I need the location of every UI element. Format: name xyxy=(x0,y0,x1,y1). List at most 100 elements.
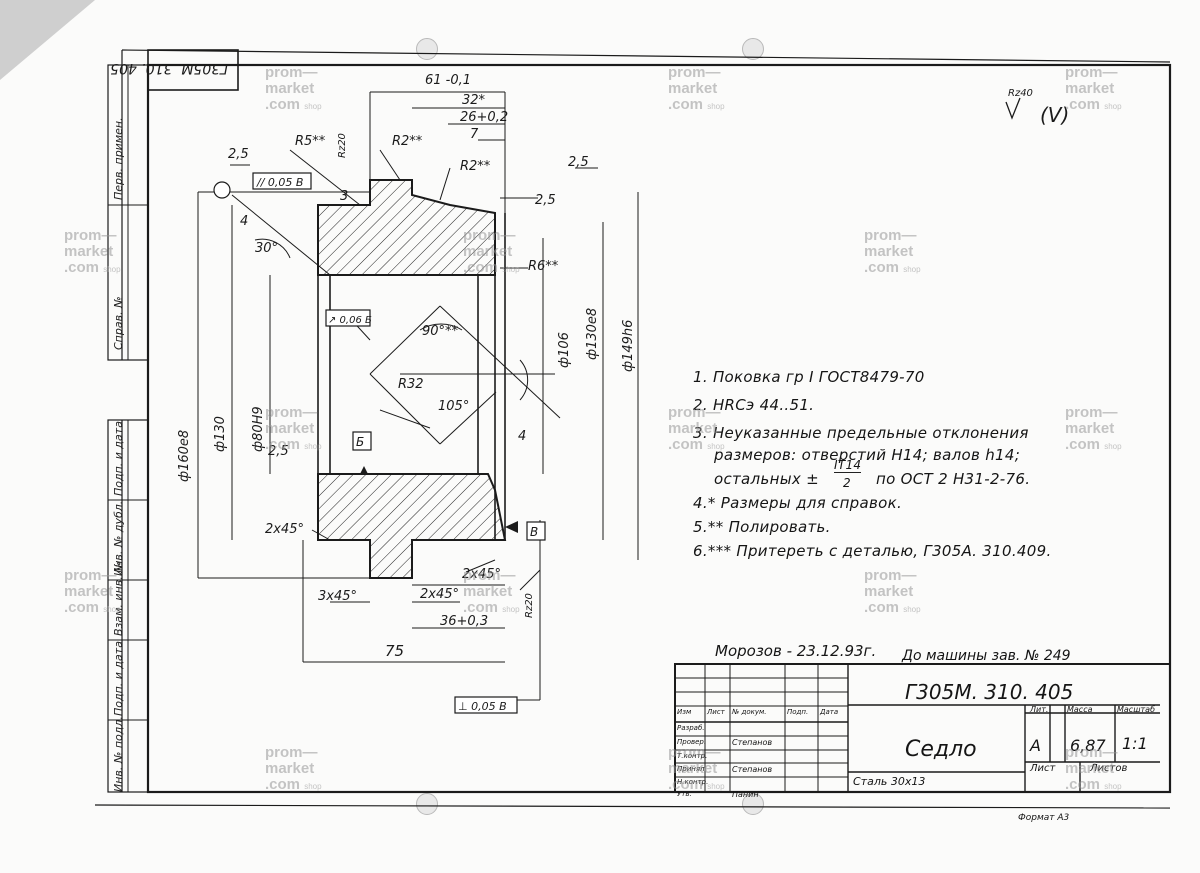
tb-name-3: Панин xyxy=(732,790,759,799)
note-5: 5.** Полировать. xyxy=(693,518,831,536)
title-col-sheets: Листов xyxy=(1090,763,1128,774)
tb-role-4: Принял xyxy=(677,765,705,773)
dim-75: 75 xyxy=(385,642,404,660)
rz20-b: Rz20 xyxy=(524,593,535,618)
watermark: prom—market.com shop xyxy=(463,567,520,616)
dim-r5: R5** xyxy=(295,134,326,149)
dim-26: 26+0,2 xyxy=(460,110,508,125)
dim-7: 7 xyxy=(470,127,479,142)
title-scale: 1:1 xyxy=(1122,734,1148,753)
side-inv-orig: Инв. № подл. xyxy=(112,716,125,792)
rough-25a: 2,5 xyxy=(228,147,249,162)
tolerance-frames xyxy=(252,172,546,714)
side-first-use: Перв. примен. xyxy=(112,117,125,200)
datum-v-label: В xyxy=(530,525,538,539)
watermark: prom—market.com shop xyxy=(265,744,322,793)
watermark: prom—market.com shop xyxy=(668,404,725,453)
tb-hdr-izm: Изм xyxy=(677,708,692,716)
punch-hole xyxy=(416,38,438,60)
dim-d130e8: ф130е8 xyxy=(585,308,600,360)
watermark: prom—market.com shop xyxy=(265,64,322,113)
note-1: 1. Поковка гр I ГОСТ8479-70 xyxy=(693,368,925,386)
title-col-lit: Лит. xyxy=(1030,705,1049,714)
tol-perp: ⊥ 0,05 В xyxy=(458,700,507,713)
machine-note: До машины зав. № 249 xyxy=(902,648,1071,664)
note-4: 4.* Размеры для справок. xyxy=(693,494,903,512)
watermark: prom—market.com shop xyxy=(64,567,121,616)
roughness-general: Rz40 xyxy=(1008,88,1033,99)
angle-30: 30° xyxy=(255,241,278,256)
note-3: 3. Неуказанные предельные отклонения xyxy=(693,424,1029,442)
title-col-scale: Масштаб xyxy=(1117,705,1156,714)
datum-b-label: Б xyxy=(356,435,364,449)
dim-d106: ф106 xyxy=(557,332,572,368)
title-col-sheet: Лист xyxy=(1030,763,1056,774)
tol-parallel: // 0,05 В xyxy=(256,176,303,189)
note-3-fraction-bottom: 2 xyxy=(843,476,851,490)
side-sign-date: Подп. и дата xyxy=(112,641,125,716)
chamfer-2: 3х45° xyxy=(318,589,357,604)
title-material: Сталь 30х13 xyxy=(853,775,926,788)
punch-hole xyxy=(416,793,438,815)
folded-corner xyxy=(0,0,95,80)
note-2: 2. НRCэ 44..51. xyxy=(693,396,815,414)
punch-hole xyxy=(742,793,764,815)
watermark: prom—market.com shop xyxy=(668,64,725,113)
side-ref-no: Справ. № xyxy=(112,296,125,350)
side-inv-dub: Инв. № дубл. xyxy=(112,500,125,576)
chamfer-4: 2х45° xyxy=(462,567,501,582)
dim-r2a: R2** xyxy=(392,134,423,149)
tb-role-1: Разраб. xyxy=(677,724,705,732)
note-3-line2: размеров: отверстий Н14; валов h14; xyxy=(714,446,1021,464)
title-part-name: Седло xyxy=(905,737,977,762)
dim-d130: ф130 xyxy=(213,416,228,452)
title-designation: Г305М. 310. 405 xyxy=(905,680,1074,704)
leader-circle xyxy=(213,181,231,199)
note-6: 6.*** Притереть с деталью, Г305А. 310.40… xyxy=(693,542,1052,560)
tb-role-2: Провер. xyxy=(677,738,707,746)
dim-36: 36+0,3 xyxy=(440,614,488,629)
watermark: prom—market.com shop xyxy=(1065,404,1122,453)
tb-hdr-sign: Подп. xyxy=(787,708,809,716)
dimension-labels: 61 -0,1 32* 26+0,2 7 R5** R2** R2** 3 2,… xyxy=(110,60,1069,713)
drawing-frame xyxy=(94,49,1172,809)
watermark: prom—market.com shop xyxy=(265,404,322,453)
watermark: prom—market.com shop xyxy=(864,227,921,276)
watermark: prom—market.com shop xyxy=(864,567,921,616)
dim-r2b: R2** xyxy=(460,159,491,174)
roughness-other: (V) xyxy=(1040,103,1069,127)
tb-role-3: Т.контр. xyxy=(677,752,708,760)
dim-r32: R32 xyxy=(398,377,424,392)
datum-arrow xyxy=(505,521,518,533)
watermark: prom—market.com shop xyxy=(1065,64,1122,113)
dim-r6: R6** xyxy=(528,259,559,274)
dim-32: 32* xyxy=(462,93,486,108)
dim-3: 3 xyxy=(340,189,348,204)
punch-hole xyxy=(742,38,764,60)
roughness-check-mark xyxy=(1005,97,1021,120)
dim-d149: ф149h6 xyxy=(621,320,636,372)
title-mass: 6,87 xyxy=(1070,736,1106,755)
title-col-mass: Масса xyxy=(1067,705,1093,714)
corner-designation: Г305М. 310. 405 xyxy=(110,60,228,76)
part-section xyxy=(317,179,507,579)
signature-note: Морозов - 23.12.93г. xyxy=(715,642,877,660)
tb-hdr-doc: № докум. xyxy=(732,708,767,716)
tb-role-6: Утв. xyxy=(677,790,692,798)
note-3-fraction-top: IT14 xyxy=(834,458,862,473)
angle-90: 90°** xyxy=(422,324,459,339)
datum-triangle xyxy=(360,466,368,474)
title-format: Формат А3 xyxy=(1018,813,1070,823)
note-3-line3: остальных ± xyxy=(714,470,819,488)
tb-hdr-date: Дата xyxy=(820,708,839,716)
tb-role-5: Н.контр. xyxy=(677,778,709,786)
chamfer-3: 2х45° xyxy=(420,587,459,602)
title-block-grid xyxy=(674,663,1171,793)
watermark: prom—market.com shop xyxy=(463,227,520,276)
tb-hdr-list: Лист xyxy=(707,708,725,716)
title-letter: А xyxy=(1030,736,1041,755)
rough-25c: 2,5 xyxy=(535,193,556,208)
watermark: prom—market.com shop xyxy=(668,744,725,793)
